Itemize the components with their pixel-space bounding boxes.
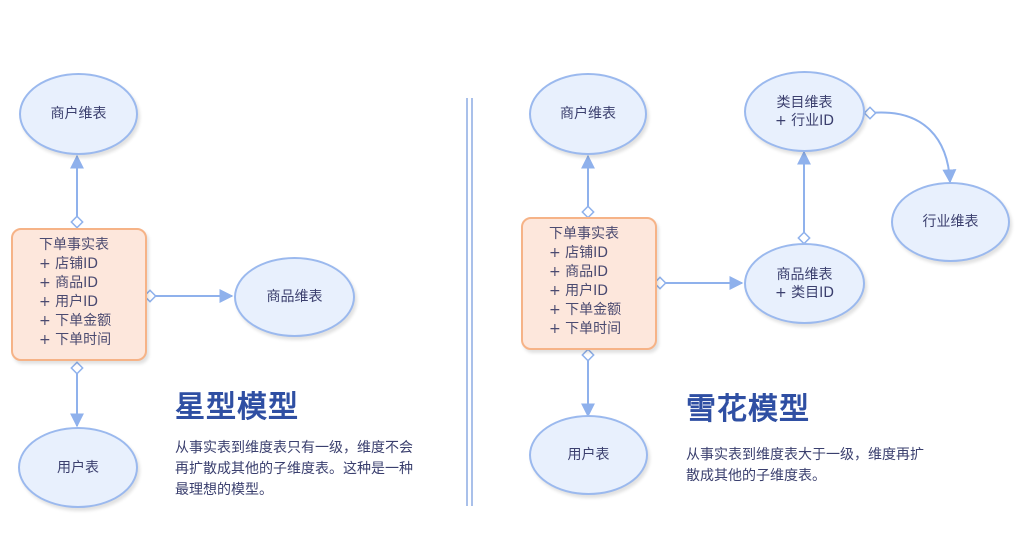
snow-user-dim: 用户表: [529, 415, 648, 495]
snow-product-field: + 类目ID: [774, 284, 835, 301]
snow-category-dim: 类目维表 + 行业ID: [744, 71, 865, 152]
star-merchant-label: 商户维表: [50, 106, 107, 122]
star-user-label: 用户表: [57, 459, 99, 476]
star-product-label: 商品维表: [266, 289, 323, 305]
diamond-snow-bottom: [581, 348, 595, 362]
snow-user-label: 用户表: [567, 447, 610, 463]
snow-title: 雪花模型: [686, 392, 810, 427]
snow-industry-dim: 行业维表: [891, 182, 1010, 262]
snow-category-label: 类目维表: [776, 94, 833, 111]
snow-merchant-label: 商户维表: [560, 106, 616, 122]
star-fact-line: + 下单时间: [39, 332, 112, 348]
diamond-star-right: [143, 289, 157, 303]
snow-description: 从事实表到维度表大于一级，维度再扩散成其他的子维度表。: [686, 447, 924, 484]
divider-line-2: [471, 98, 473, 506]
star-fact-line: + 下单金额: [39, 313, 112, 329]
snow-product-dim: 商品维表 + 类目ID: [744, 243, 865, 324]
snow-industry-label: 行业维表: [922, 214, 979, 230]
snow-fact-line: + 下单时间: [549, 321, 622, 337]
snow-merchant-dim: 商户维表: [529, 73, 647, 155]
edge-snow-category-industry: [869, 111, 957, 184]
star-user-dim: 用户表: [18, 427, 138, 508]
star-fact-line: 下单事实表: [39, 237, 109, 253]
snow-fact-line: 下单事实表: [549, 226, 619, 242]
star-fact-line: + 用户ID: [39, 294, 99, 310]
divider-line-1: [466, 98, 468, 506]
snow-fact-table: 下单事实表 + 店铺ID + 商品ID + 用户ID + 下单金额 + 下单时间: [521, 217, 657, 350]
star-description: 从事实表到维度表只有一级，维度不会再扩散成其他的子维度表。这种是一种最理想的模型…: [175, 440, 413, 498]
star-fact-line: + 店铺ID: [39, 256, 99, 272]
diamond-snow-right: [653, 276, 667, 290]
star-product-dim: 商品维表: [234, 257, 355, 337]
snow-fact-line: + 下单金额: [549, 302, 622, 318]
diamond-snow-top: [581, 205, 595, 219]
diamond-star-bottom: [70, 361, 84, 375]
snow-product-label: 商品维表: [776, 266, 833, 283]
snow-fact-line: + 店铺ID: [549, 245, 609, 261]
star-fact-line: + 商品ID: [39, 275, 99, 291]
diamond-category-right: [863, 106, 877, 120]
diamond-product-top: [797, 231, 811, 245]
star-fact-table: 下单事实表 + 店铺ID + 商品ID + 用户ID + 下单金额 + 下单时间: [11, 228, 147, 361]
star-merchant-dim: 商户维表: [19, 73, 138, 155]
snow-fact-line: + 商品ID: [549, 264, 609, 280]
snow-category-field: + 行业ID: [774, 112, 835, 129]
snow-fact-line: + 用户ID: [549, 283, 609, 299]
diamond-star-top: [70, 215, 84, 229]
star-title: 星型模型: [175, 390, 299, 425]
